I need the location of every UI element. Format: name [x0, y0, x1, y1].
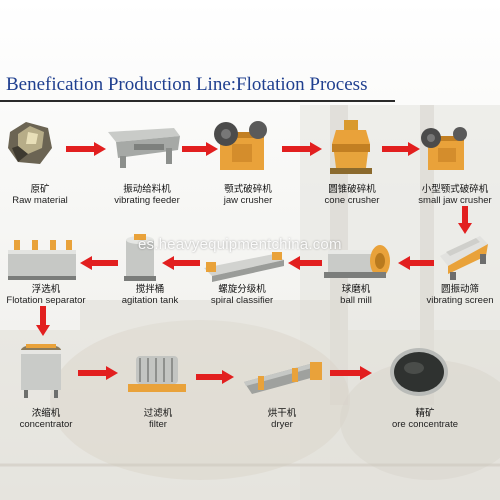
stage-label-zh: 浮选机 — [31, 284, 61, 295]
stage-label-raw-material: 原矿 Raw material — [0, 184, 80, 206]
ore-concentrate-icon — [390, 348, 448, 396]
stage-label-zh: 精矿 — [415, 408, 435, 419]
small-jaw-crusher-icon — [421, 127, 467, 170]
flow-arrow-right — [66, 142, 106, 156]
stage-label-ball-mill: 球磨机 ball mill — [316, 284, 396, 306]
flow-arrow-left — [162, 256, 200, 270]
stage-label-cone-crusher: 圆锥破碎机 cone crusher — [312, 184, 392, 206]
flotation-machine-icon — [8, 240, 76, 280]
stage-label-zh: 原矿 — [30, 184, 50, 195]
stage-label-en: cone crusher — [324, 195, 380, 206]
stage-label-filter: 过滤机 filter — [118, 408, 198, 430]
stage-label-en: dryer — [271, 419, 293, 430]
stage-label-en: Raw material — [12, 195, 68, 206]
concentrator-icon — [21, 344, 61, 398]
stage-label-zh: 小型颚式破碎机 — [421, 184, 489, 195]
stage-label-en: small jaw crusher — [418, 195, 492, 206]
stage-label-zh: 搅拌桶 — [135, 284, 165, 295]
stage-label-flotation-separator: 浮选机 Flotation separator — [0, 284, 92, 306]
agitation-tank-icon — [124, 234, 156, 281]
stage-label-en: ore concentrate — [391, 419, 458, 430]
flow-arrow-left — [288, 256, 322, 270]
flow-arrow-right — [182, 142, 218, 156]
filter-icon — [128, 356, 186, 392]
diagram-title: Benefication Production Line:Flotation P… — [6, 74, 368, 95]
stage-label-zh: 过滤机 — [143, 408, 173, 419]
stage-label-en: concentrator — [19, 419, 73, 430]
dryer-icon — [244, 362, 322, 394]
stage-label-zh: 螺旋分级机 — [218, 284, 266, 295]
flow-arrow-right — [196, 370, 234, 384]
flow-arrow-left — [398, 256, 434, 270]
stage-label-vibrating-screen: 圆振动筛 vibrating screen — [420, 284, 500, 306]
title-underline — [0, 100, 395, 102]
vibrating-feeder-icon — [108, 128, 180, 168]
stage-label-en: filter — [149, 419, 167, 430]
stage-label-zh: 浓缩机 — [31, 408, 61, 419]
flow-arrow-left — [80, 256, 118, 270]
stage-label-zh: 球磨机 — [341, 284, 371, 295]
stage-label-zh: 烘干机 — [267, 408, 297, 419]
stage-label-en: vibrating screen — [426, 295, 494, 306]
stage-label-zh: 圆振动筛 — [440, 284, 479, 295]
flow-arrow-right — [382, 142, 420, 156]
watermark-text: es.heavyequipmentchina.com — [138, 236, 342, 253]
ball-mill-icon — [324, 245, 390, 278]
jaw-crusher-icon — [214, 121, 267, 170]
flow-arrow-down — [458, 206, 472, 234]
stage-label-small-jaw-crusher: 小型颚式破碎机 small jaw crusher — [410, 184, 500, 206]
stage-label-en: ball mill — [340, 295, 372, 306]
stage-label-concentrator: 浓缩机 concentrator — [6, 408, 86, 430]
ore-rock-icon — [8, 122, 52, 164]
stage-label-en: jaw crusher — [223, 195, 273, 206]
stage-label-vibrating-feeder: 振动给料机 vibrating feeder — [104, 184, 190, 206]
stage-label-dryer: 烘干机 dryer — [242, 408, 322, 430]
stage-label-en: spiral classifier — [210, 295, 274, 306]
stage-label-ore-concentrate: 精矿 ore concentrate — [380, 408, 470, 430]
stage-label-zh: 颚式破碎机 — [224, 184, 272, 195]
vibrating-screen-icon — [440, 236, 488, 280]
stage-label-spiral-classifier: 螺旋分级机 spiral classifier — [200, 284, 284, 306]
stage-label-zh: 圆锥破碎机 — [328, 184, 376, 195]
flow-arrow-right — [282, 142, 322, 156]
cone-crusher-icon — [330, 120, 372, 174]
stage-label-en: agitation tank — [121, 295, 179, 306]
flow-arrow-right — [330, 366, 372, 380]
stage-label-jaw-crusher: 颚式破碎机 jaw crusher — [208, 184, 288, 206]
flow-arrow-down — [36, 306, 50, 336]
spiral-classifier-icon — [204, 252, 284, 282]
stage-label-zh: 振动给料机 — [123, 184, 171, 195]
stage-label-en: Flotation separator — [6, 295, 86, 306]
stage-label-en: vibrating feeder — [114, 195, 180, 206]
stage-label-agitation-tank: 搅拌桶 agitation tank — [110, 284, 190, 306]
flow-arrow-right — [78, 366, 118, 380]
